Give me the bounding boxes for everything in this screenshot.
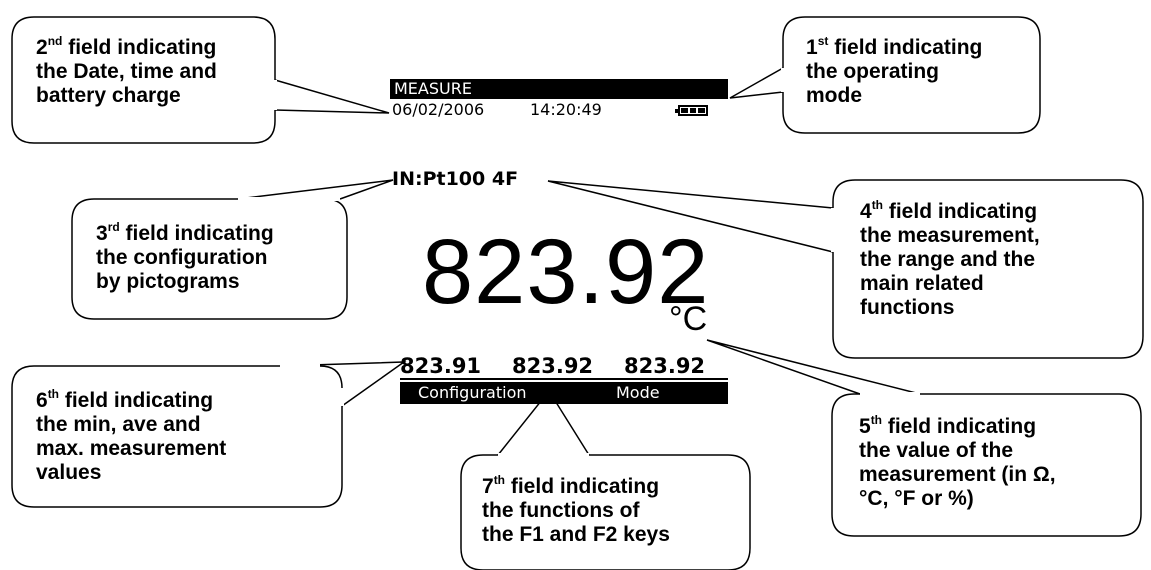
- ave-value: 823.92: [512, 354, 594, 378]
- time-readout: 14:20:49: [530, 100, 602, 119]
- callout-7-text: 7th field indicating the functions of th…: [482, 473, 670, 546]
- callout-5-tail: [706, 339, 921, 395]
- callout-5-bubble: [831, 393, 1142, 537]
- callout-4-tail: [547, 180, 834, 253]
- callout-4-bubble: [832, 179, 1144, 359]
- battery-icon: [675, 105, 708, 116]
- callout-6-bubble: [11, 365, 343, 508]
- callout-1-text: 1st field indicating the operating mode: [806, 34, 983, 107]
- max-value: 823.92: [624, 354, 706, 378]
- callout-2-bubble: [11, 16, 276, 144]
- measurement-value: 823.92: [422, 221, 710, 323]
- callout-6-text: 6th field indicating the min, ave and ma…: [36, 387, 227, 484]
- operating-mode-label: MEASURE: [394, 79, 472, 98]
- callout-6-tail: [279, 361, 407, 407]
- f2-key-label[interactable]: Mode: [616, 383, 660, 402]
- callout-2-text: 2nd field indicating the Date, time and …: [36, 34, 217, 107]
- configuration-readout: IN:Pt100 4F: [392, 168, 519, 190]
- callout-3-text: 3rd field indicating the configuration b…: [96, 220, 274, 293]
- callout-5-text: 5th field indicating the value of the me…: [859, 413, 1056, 510]
- operating-mode-bar: MEASURE: [390, 79, 728, 99]
- callout-3-bubble: [71, 198, 348, 320]
- min-ave-max-underline: [400, 378, 728, 380]
- callout-1-tail: [729, 67, 784, 99]
- callout-1-bubble: [782, 16, 1041, 134]
- f1-key-label[interactable]: Configuration: [418, 383, 527, 402]
- callout-3-tail: [237, 179, 394, 200]
- min-value: 823.91: [400, 354, 482, 378]
- date-time-battery-row: 06/02/2006 14:20:49: [390, 99, 728, 121]
- callout-4-text: 4th field indicating the measurement, th…: [860, 198, 1040, 319]
- min-ave-max-row: 823.91 823.92 823.92: [400, 351, 728, 381]
- callout-2-tail: [274, 79, 390, 114]
- measurement-unit: °C: [669, 300, 708, 338]
- date-readout: 06/02/2006: [392, 100, 485, 119]
- function-keys-bar: Configuration Mode: [400, 382, 728, 404]
- callout-7-bubble: [460, 454, 751, 570]
